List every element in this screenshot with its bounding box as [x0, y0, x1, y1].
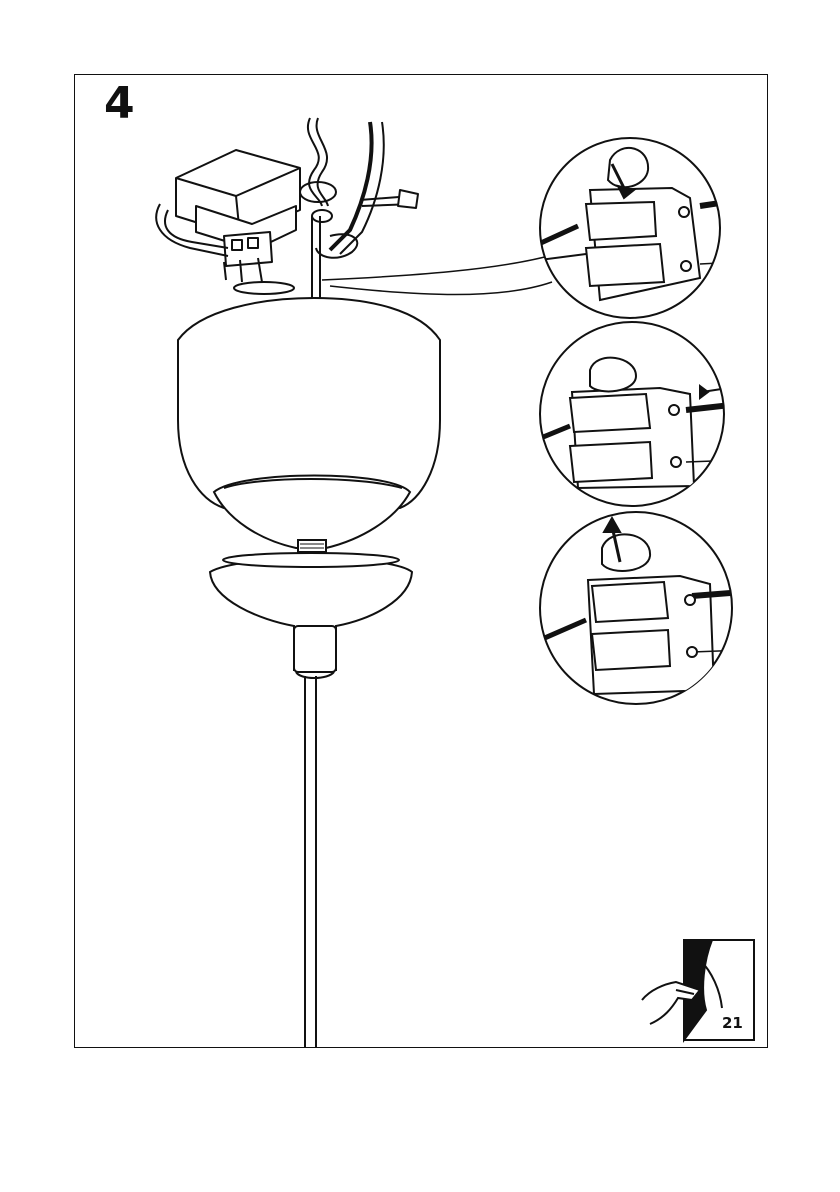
detail-leader-line: [322, 254, 556, 280]
detail-1: [530, 138, 740, 318]
lamp-diffuser: [210, 553, 412, 678]
ceiling-mount-box: [156, 118, 418, 294]
lamp-shade: [178, 298, 440, 552]
lamp-cord: [312, 216, 320, 300]
detail-3: [540, 512, 744, 704]
page-number: 21: [722, 1014, 743, 1032]
detail-leader-line: [330, 282, 552, 295]
lower-cord: [305, 676, 316, 1048]
detail-2: [536, 322, 740, 506]
